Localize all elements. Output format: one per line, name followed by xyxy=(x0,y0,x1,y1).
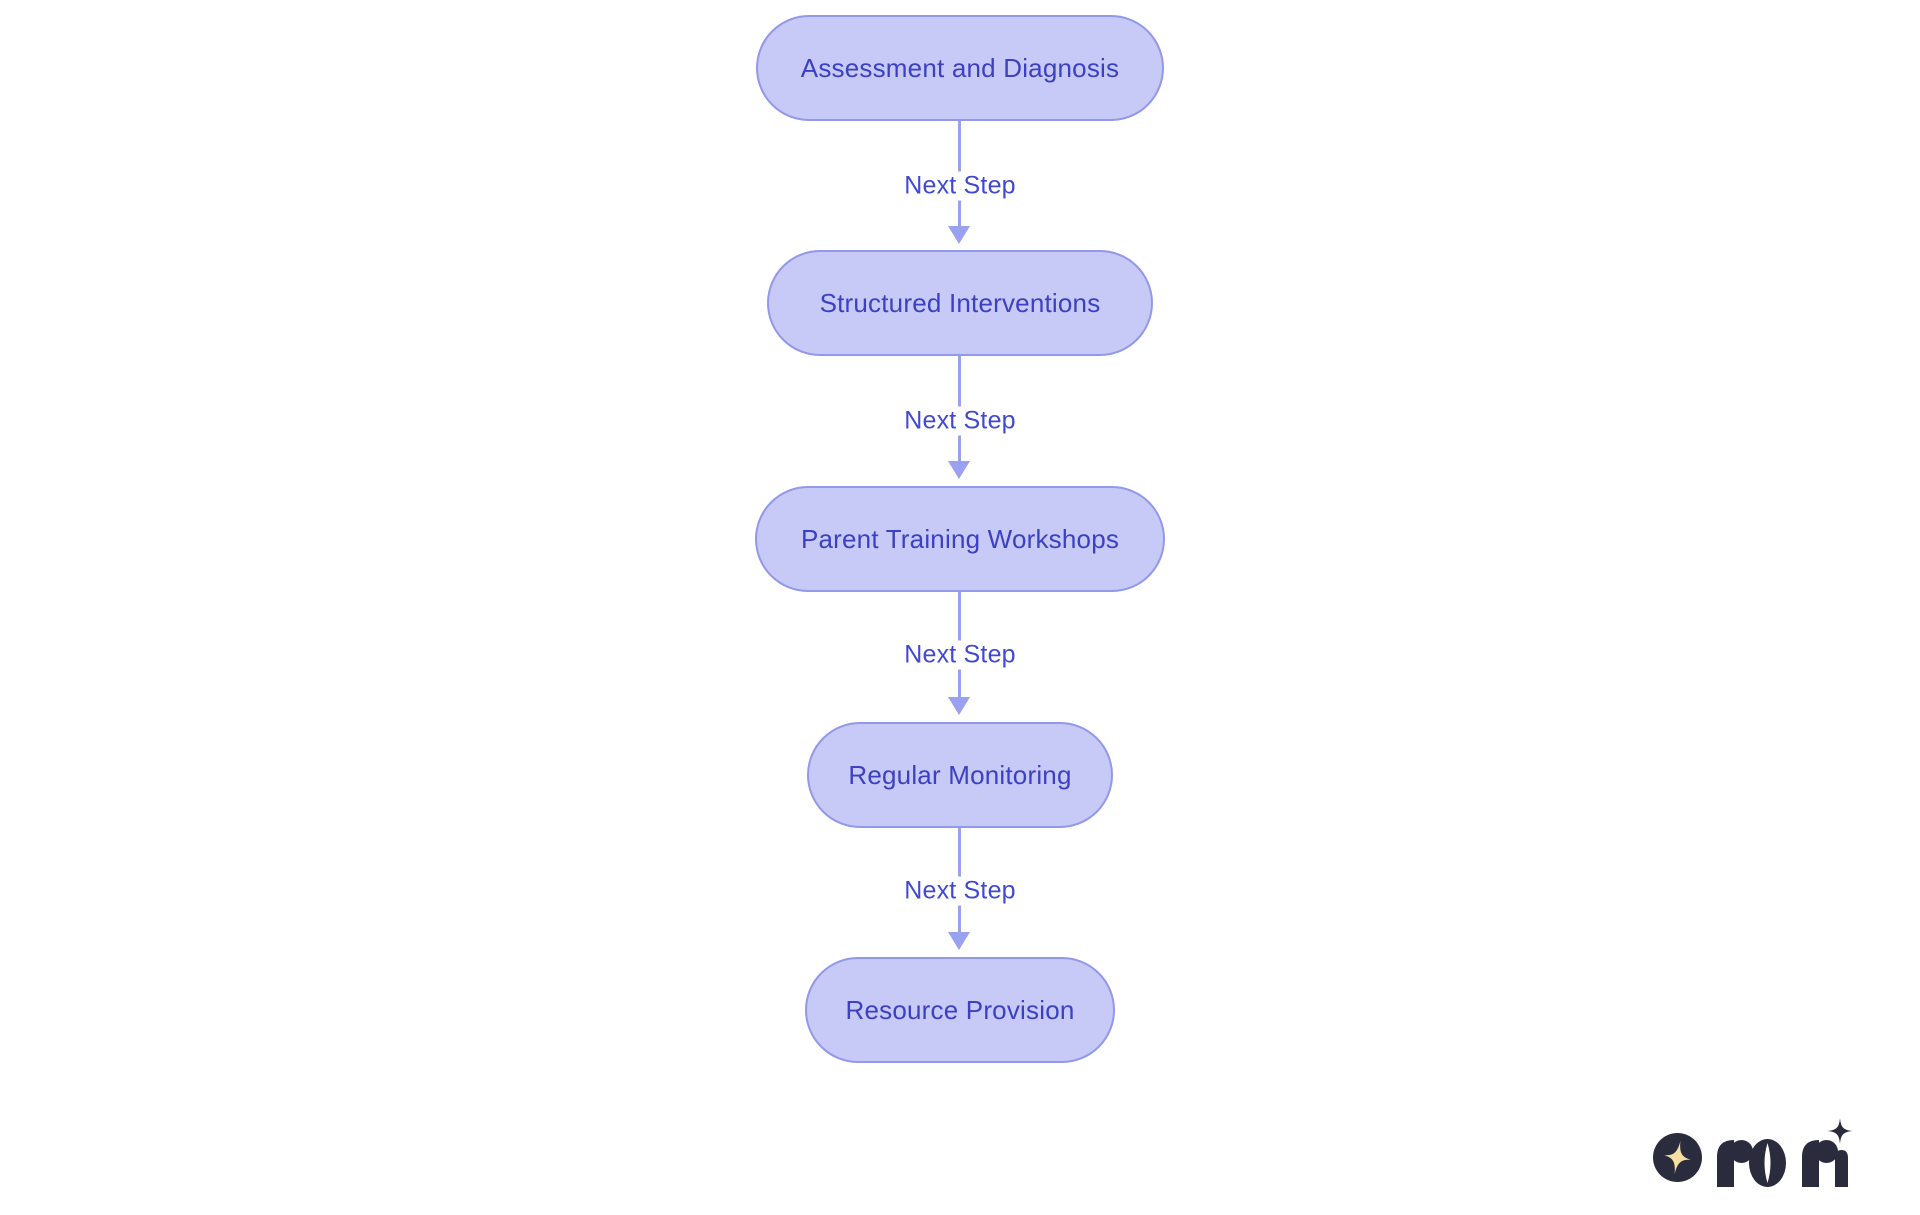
rori-logo-badge xyxy=(1653,1133,1702,1182)
flow-node-label: Regular Monitoring xyxy=(848,759,1072,790)
edge-label: Next Step xyxy=(901,640,1019,670)
flow-node-label: Parent Training Workshops xyxy=(800,523,1120,554)
flow-node-structured-interventions: Structured Interventions xyxy=(767,250,1153,356)
rori-wordmark xyxy=(1717,1118,1853,1187)
arrowhead-down-icon xyxy=(948,932,970,950)
arrowhead-down-icon xyxy=(948,461,970,479)
edge-label: Next Step xyxy=(901,876,1019,906)
four-point-star-icon xyxy=(1827,1118,1853,1144)
flow-node-label: Assessment and Diagnosis xyxy=(800,52,1120,83)
four-point-star-icon xyxy=(1663,1140,1692,1175)
flow-node-parent-training-workshops: Parent Training Workshops xyxy=(755,486,1165,592)
flow-node-resource-provision: Resource Provision xyxy=(805,957,1115,1063)
arrowhead-down-icon xyxy=(948,226,970,244)
edge-label: Next Step xyxy=(901,406,1019,436)
flow-node-label: Resource Provision xyxy=(845,994,1075,1025)
flow-node-assessment-and-diagnosis: Assessment and Diagnosis xyxy=(756,15,1164,121)
edge-label: Next Step xyxy=(901,171,1019,201)
arrowhead-down-icon xyxy=(948,697,970,715)
rori-logo xyxy=(1653,1118,1853,1187)
flow-node-regular-monitoring: Regular Monitoring xyxy=(807,722,1113,828)
flow-node-label: Structured Interventions xyxy=(819,287,1101,318)
